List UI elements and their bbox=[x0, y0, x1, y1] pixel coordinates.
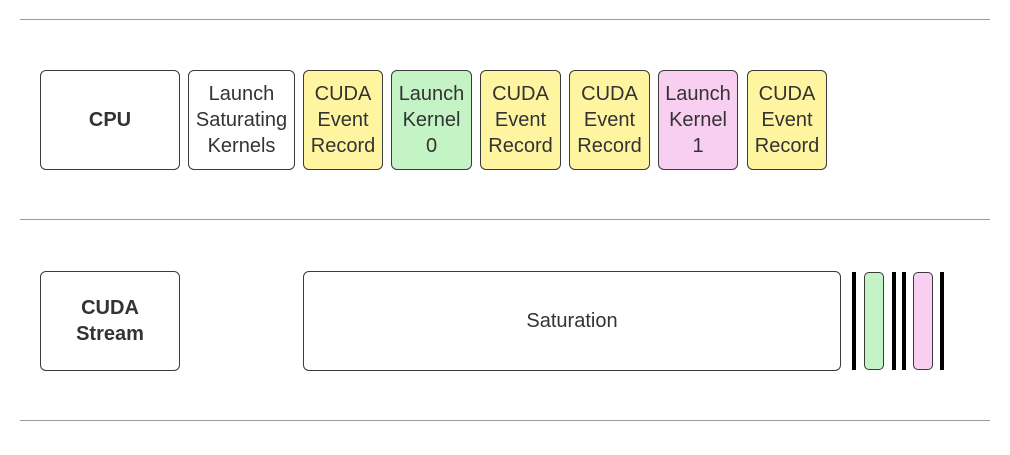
stream-label: CUDA Stream bbox=[76, 297, 144, 345]
op-label: Launch Saturating Kernels bbox=[195, 83, 288, 157]
kernel-0-segment bbox=[864, 272, 884, 370]
op-cuda-event-record: CUDA Event Record bbox=[480, 70, 561, 170]
op-label: CUDA Event Record bbox=[310, 83, 376, 157]
op-cuda-event-record: CUDA Event Record bbox=[303, 70, 383, 170]
op-cuda-event-record: CUDA Event Record bbox=[747, 70, 827, 170]
saturation-block: Saturation bbox=[303, 271, 841, 371]
op-launch-kernel-0: Launch Kernel 0 bbox=[391, 70, 472, 170]
op-label: CUDA Event Record bbox=[577, 83, 642, 157]
kernel-1-segment bbox=[913, 272, 933, 370]
event-marker bbox=[852, 272, 856, 370]
op-label: CUDA Event Record bbox=[754, 83, 820, 157]
cpu-row-label: CPU bbox=[40, 70, 180, 170]
op-launch-kernel-1: Launch Kernel 1 bbox=[658, 70, 738, 170]
bottom-divider bbox=[20, 420, 990, 421]
top-divider bbox=[20, 19, 990, 20]
event-marker bbox=[892, 272, 896, 370]
saturation-label: Saturation bbox=[526, 310, 618, 332]
op-label: Launch Kernel 0 bbox=[398, 83, 465, 157]
cpu-label: CPU bbox=[88, 109, 132, 131]
stream-row-label: CUDA Stream bbox=[40, 271, 180, 371]
op-cuda-event-record: CUDA Event Record bbox=[569, 70, 650, 170]
op-label: CUDA Event Record bbox=[488, 83, 553, 157]
op-launch-saturating-kernels: Launch Saturating Kernels bbox=[188, 70, 295, 170]
event-marker bbox=[902, 272, 906, 370]
event-marker bbox=[940, 272, 944, 370]
middle-divider bbox=[20, 219, 990, 220]
op-label: Launch Kernel 1 bbox=[665, 83, 731, 157]
